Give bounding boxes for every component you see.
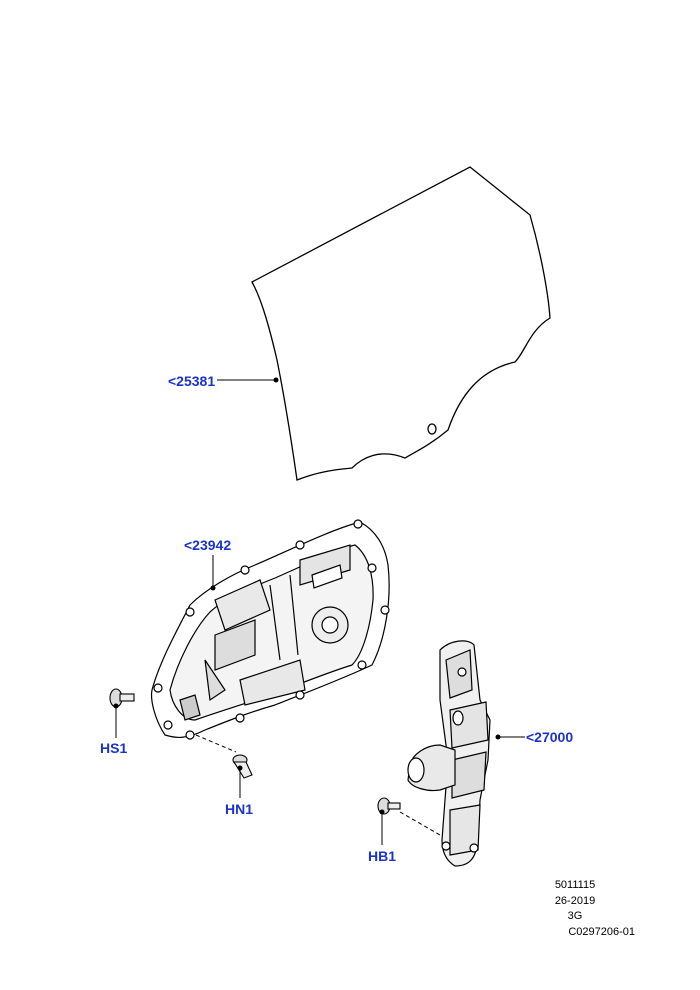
reference-line-2: 26-2019 [554, 894, 596, 907]
leader-lines [115, 379, 525, 845]
callout-hb1[interactable]: HB1 [368, 848, 397, 864]
callout-hn1[interactable]: HN1 [225, 801, 254, 817]
door-module-panel[interactable] [150, 519, 390, 740]
screw-hs1[interactable] [109, 688, 135, 708]
reference-line-4: C0297206-01 [568, 925, 635, 938]
screw-hn1[interactable] [232, 754, 253, 779]
window-regulator[interactable] [407, 640, 491, 867]
leader-dots [113, 377, 501, 815]
reference-line-1: 5011115 [554, 879, 596, 891]
reference-line-3: 3G [567, 910, 583, 922]
callout-panel[interactable]: <23942 [184, 537, 232, 553]
diagram-reference-block: 5011115 26-2019 3G C0297206-01 [515, 878, 635, 940]
callout-hs1[interactable]: HS1 [100, 740, 128, 756]
door-glass[interactable] [251, 166, 551, 481]
callout-regulator[interactable]: <27000 [526, 729, 574, 745]
callout-glass[interactable]: <25381 [168, 373, 216, 389]
